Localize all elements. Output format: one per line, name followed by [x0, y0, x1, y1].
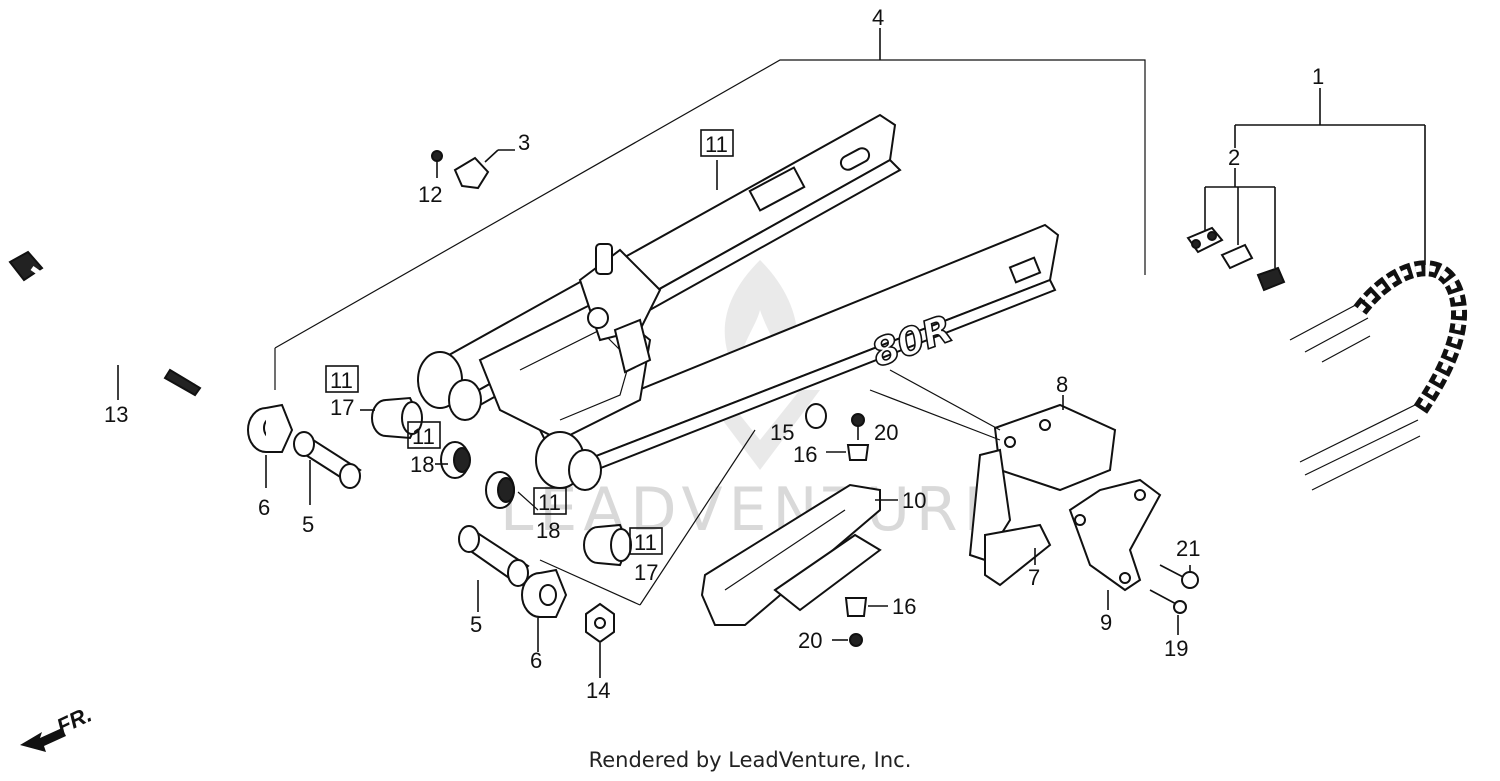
- callout-6-upper[interactable]: 6: [258, 495, 270, 520]
- needle-bearing-17-lower[interactable]: [583, 523, 632, 567]
- callout-11-right-text: 11: [634, 530, 657, 555]
- plate-9[interactable]: [1068, 478, 1162, 610]
- callout-4[interactable]: 4: [872, 5, 884, 30]
- callout-7[interactable]: 7: [1028, 565, 1040, 590]
- callout-9[interactable]: 9: [1100, 610, 1112, 635]
- bearing-18-upper[interactable]: [435, 441, 471, 479]
- collar-5-upper[interactable]: [293, 431, 362, 505]
- callout-18-upper[interactable]: 18: [410, 452, 434, 477]
- callout-12[interactable]: 12: [418, 182, 442, 207]
- callout-bracket-1: [1234, 88, 1426, 265]
- cap-15[interactable]: [805, 403, 827, 429]
- leader-lines-chain-guide: [869, 369, 1001, 441]
- callout-11-middle-text: 11: [412, 424, 435, 449]
- callout-13[interactable]: 13: [104, 402, 128, 427]
- swingarm[interactable]: 80R: [417, 113, 1060, 491]
- bolt-19[interactable]: [1149, 589, 1187, 635]
- callout-14[interactable]: 14: [586, 678, 610, 703]
- callout-21[interactable]: 21: [1176, 536, 1200, 561]
- dust-seal-6-upper[interactable]: [247, 403, 294, 488]
- dust-seal-6-lower[interactable]: [521, 568, 568, 652]
- clamp-3[interactable]: [453, 149, 515, 190]
- callout-11-left[interactable]: 11: [325, 365, 359, 393]
- bolt-21[interactable]: [1159, 564, 1199, 589]
- callout-6-lower[interactable]: 6: [530, 648, 542, 673]
- callout-11-lower-text: 11: [538, 490, 561, 515]
- front-direction-indicator: FR.: [20, 701, 95, 752]
- bolt-20-upper[interactable]: [851, 413, 865, 440]
- callout-1[interactable]: 1: [1312, 64, 1324, 89]
- callout-8[interactable]: 8: [1056, 372, 1068, 397]
- callout-20-lower[interactable]: 20: [798, 628, 822, 653]
- collar-5-lower[interactable]: [458, 525, 530, 612]
- pivot-bolt-13[interactable]: [8, 250, 202, 400]
- collar-16-upper[interactable]: [826, 444, 870, 461]
- callout-18-lower[interactable]: 18: [536, 518, 560, 543]
- callout-17-upper[interactable]: 17: [330, 395, 354, 420]
- callout-2[interactable]: 2: [1228, 145, 1240, 170]
- plate-7[interactable]: [968, 448, 1052, 587]
- needle-bearing-17-upper[interactable]: [360, 396, 423, 440]
- callout-5-lower[interactable]: 5: [470, 612, 482, 637]
- callout-11-middle[interactable]: 11: [407, 421, 441, 449]
- bolt-20-lower[interactable]: [832, 633, 863, 647]
- chain-guide-8[interactable]: [993, 395, 1117, 492]
- callout-5-upper[interactable]: 5: [302, 512, 314, 537]
- callout-bracket-2: [1204, 168, 1276, 268]
- screw-12[interactable]: [431, 150, 443, 178]
- bearing-18-lower[interactable]: [485, 471, 539, 511]
- callout-16-lower[interactable]: 16: [892, 594, 916, 619]
- callout-11-right[interactable]: 11: [629, 527, 663, 555]
- assembly-outline-4: [274, 28, 1146, 606]
- callout-10[interactable]: 10: [902, 488, 926, 513]
- callout-17-lower[interactable]: 17: [634, 560, 658, 585]
- drive-chain-1[interactable]: [1289, 260, 1468, 491]
- master-link-2[interactable]: [1186, 226, 1286, 292]
- callout-15[interactable]: 15: [770, 420, 794, 445]
- callout-20-upper[interactable]: 20: [874, 420, 898, 445]
- chain-slider-10[interactable]: [700, 483, 898, 626]
- callout-11-lower[interactable]: 11: [533, 487, 567, 515]
- callout-16-upper[interactable]: 16: [793, 442, 817, 467]
- callout-19[interactable]: 19: [1164, 636, 1188, 661]
- collar-16-lower[interactable]: [844, 597, 888, 617]
- footer-credit: Rendered by LeadVenture, Inc.: [588, 748, 912, 772]
- callout-11-top-text: 11: [705, 132, 728, 157]
- nut-14[interactable]: [585, 602, 615, 678]
- callout-11-top[interactable]: 11: [700, 129, 734, 157]
- callout-3[interactable]: 3: [518, 130, 530, 155]
- callout-11-left-text: 11: [330, 368, 353, 393]
